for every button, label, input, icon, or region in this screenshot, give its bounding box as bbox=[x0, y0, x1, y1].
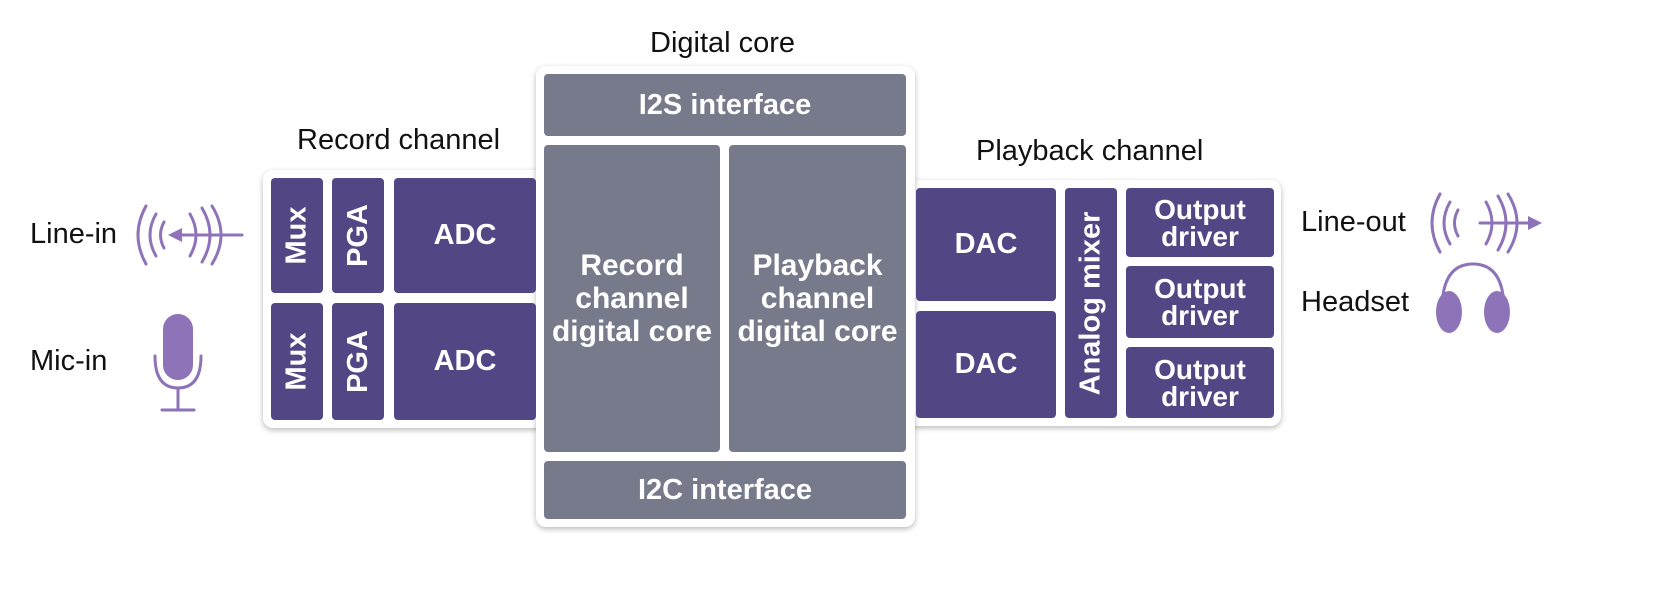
dac-block-top: DAC bbox=[916, 188, 1056, 301]
pga-block-bottom: PGA bbox=[332, 303, 384, 420]
adc-block-bottom: ADC bbox=[394, 303, 536, 420]
microphone-icon bbox=[153, 314, 203, 412]
mux-label: Mux bbox=[280, 332, 313, 391]
pga-block-top: PGA bbox=[332, 178, 384, 293]
pga-label: PGA bbox=[341, 330, 374, 393]
output-driver-block-3: Output driver bbox=[1126, 347, 1274, 418]
dac-block-bottom: DAC bbox=[916, 311, 1056, 418]
mic-in-label: Mic-in bbox=[30, 345, 108, 377]
analog-mixer-label: Analog mixer bbox=[1074, 211, 1107, 395]
line-in-icon bbox=[136, 204, 244, 266]
adc-block-top: ADC bbox=[394, 178, 536, 293]
pga-label: PGA bbox=[341, 204, 374, 267]
record-channel-title: Record channel bbox=[297, 124, 501, 156]
headphones-icon bbox=[1436, 262, 1510, 333]
i2s-interface-block: I2S interface bbox=[544, 74, 906, 136]
mux-block-top: Mux bbox=[271, 178, 323, 293]
record-channel-digital-core-block: Record channel digital core bbox=[544, 145, 720, 452]
playback-channel-digital-core-block: Playback channel digital core bbox=[729, 145, 906, 452]
playback-channel-title: Playback channel bbox=[976, 135, 1204, 167]
line-out-label: Line-out bbox=[1301, 206, 1406, 238]
i2c-interface-block: I2C interface bbox=[544, 461, 906, 519]
analog-mixer-block: Analog mixer bbox=[1065, 188, 1117, 418]
output-driver-block-1: Output driver bbox=[1126, 188, 1274, 257]
mux-block-bottom: Mux bbox=[271, 303, 323, 420]
output-driver-block-2: Output driver bbox=[1126, 266, 1274, 338]
line-out-icon bbox=[1430, 192, 1542, 254]
headset-label: Headset bbox=[1301, 286, 1410, 318]
line-in-label: Line-in bbox=[30, 218, 118, 250]
mux-label: Mux bbox=[280, 206, 313, 265]
digital-core-title: Digital core bbox=[650, 27, 796, 59]
